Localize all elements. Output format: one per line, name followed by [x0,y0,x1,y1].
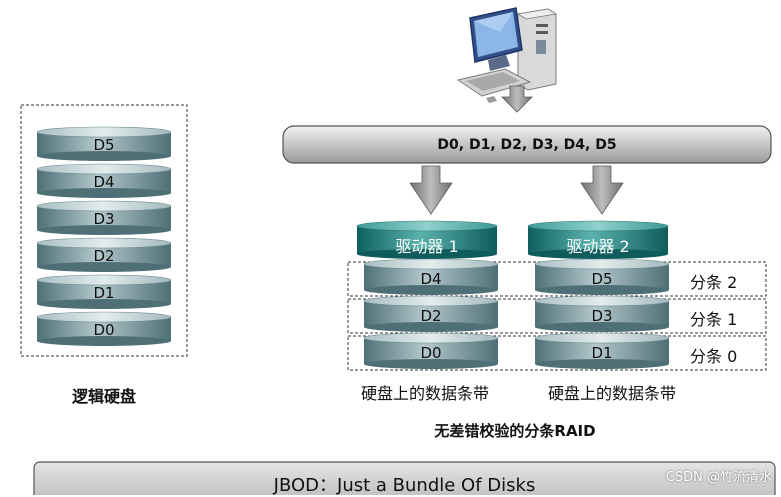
watermark: CSDN @竹流清水 [665,470,772,485]
drive1-cap-shape [356,220,498,259]
drive2-cap-shape [527,220,669,259]
footer-bar-shape [33,461,776,495]
logical-disk-caption: 逻辑硬盘 [71,387,136,406]
drive2-disk-stack [534,258,670,369]
stripe-1-frame [347,298,767,334]
arrow-bus-to-drive1-icon [409,165,453,215]
logical-disk-label-d1: D1 [93,284,115,302]
disk-d2-shape [36,237,172,272]
drive1-disk-d0-shape [363,332,499,369]
drive1-disk-label-d4: D4 [420,270,442,288]
drive1-disk-label-d0: D0 [420,344,442,362]
drive1-disk-stack [363,258,499,369]
computer-icon [456,7,558,103]
drive1-label: 驱动器 1 [395,237,459,256]
drive2-disk-d5-shape [534,258,670,295]
drive2-disk-d1-shape [534,332,670,369]
drive2-disk-label-d5: D5 [591,270,613,288]
disk-d3-shape [36,200,172,235]
logical-disk-label-d2: D2 [93,247,115,265]
stripe-0-label: 分条 0 [690,347,738,366]
logical-disk-label-d3: D3 [93,210,115,228]
drive1-disk-label-d2: D2 [420,307,442,325]
logical-disk-frame [20,104,188,357]
arrow-bus-to-drive2-icon [580,165,624,215]
disk-d5-shape [36,126,172,161]
drive2-caption: 硬盘上的数据条带 [547,384,676,403]
footer-label: JBOD：Just a Bundle Of Disks [273,475,536,496]
stripe-1-label: 分条 1 [690,310,738,329]
drive2-label: 驱动器 2 [566,237,630,256]
logical-disk-label-d0: D0 [93,321,115,339]
stripe-2-frame [347,261,767,297]
bus-bar-shape [282,125,772,164]
arrow-computer-to-bus-icon [501,85,533,113]
disk-d4-shape [36,163,172,198]
drive1-disk-d4-shape [363,258,499,295]
logical-disk-stack [36,126,172,346]
bus-label: D0, D1, D2, D3, D4, D5 [437,137,617,153]
disk-d0-shape [36,311,172,346]
logical-disk-label-d5: D5 [93,136,115,154]
stripe-0-frame [347,335,767,371]
drive2-disk-label-d1: D1 [591,344,613,362]
drive2-disk-d3-shape [534,295,670,332]
stripe-2-label: 分条 2 [690,273,738,292]
diagram-subtitle: 无差错校验的分条RAID [434,422,596,440]
drive1-disk-d2-shape [363,295,499,332]
logical-disk-label-d4: D4 [93,173,115,191]
drive1-caption: 硬盘上的数据条带 [360,384,489,403]
drive2-disk-label-d3: D3 [591,307,613,325]
disk-d1-shape [36,274,172,309]
